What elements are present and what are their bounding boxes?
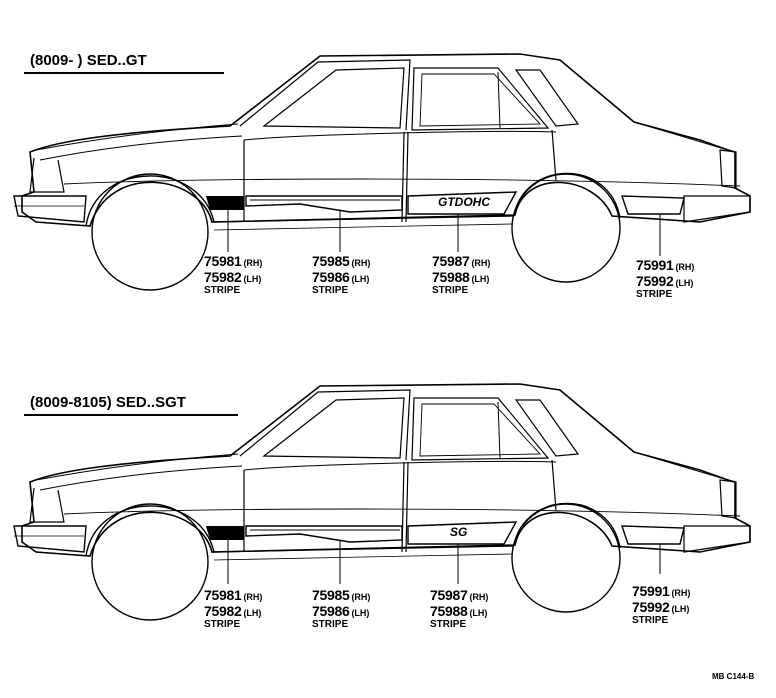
part-callout: 75987(RH) 75988(LH) STRIPE xyxy=(430,587,489,630)
part-callout: 75981(RH) 75982(LH) STRIPE xyxy=(204,253,263,296)
figure-code: MB C144-B xyxy=(712,672,755,681)
leader-lines-top xyxy=(227,210,661,256)
part-callout: 75985(RH) 75986(LH) STRIPE xyxy=(312,253,371,296)
sg-emblem: SG xyxy=(450,525,468,539)
title-underline xyxy=(24,72,224,74)
section-title-sgt: (8009-8105) SED..SGT xyxy=(30,394,186,411)
gt-dohc-emblem: GTDOHC xyxy=(438,195,490,209)
part-callout: 75987(RH) 75988(LH) STRIPE xyxy=(432,253,491,296)
section-title-gt: (8009- ) SED..GT xyxy=(30,52,147,69)
part-callout: 75981(RH) 75982(LH) STRIPE xyxy=(204,587,263,630)
part-callout: 75991(RH) 75992(LH) STRIPE xyxy=(636,257,695,300)
part-callout: 75991(RH) 75992(LH) STRIPE xyxy=(632,583,691,626)
part-callout: 75985(RH) 75986(LH) STRIPE xyxy=(312,587,371,630)
car-side-view-top xyxy=(13,53,751,291)
leader-lines-bottom xyxy=(227,540,661,584)
title-underline xyxy=(24,414,238,416)
